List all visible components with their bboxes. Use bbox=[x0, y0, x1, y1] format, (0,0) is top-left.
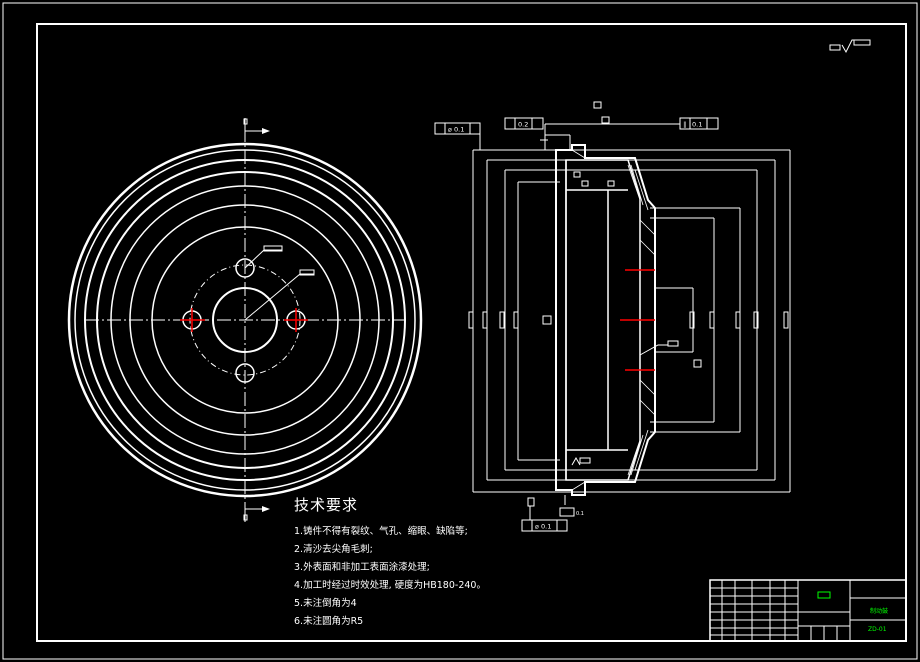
roughness-symbol bbox=[829, 39, 871, 54]
gdt-value: 0.1 bbox=[576, 511, 584, 517]
gdt-value: 0.2 bbox=[518, 121, 528, 129]
tech-requirement-item: 6.未注圆角为R5 bbox=[294, 616, 364, 627]
svg-text:⌀: ⌀ bbox=[448, 126, 452, 134]
tech-requirement-item: 2.清沙去尖角毛刺; bbox=[294, 544, 373, 555]
technical-requirements: 技术要求 1.铸件不得有裂纹、气孔、缩眼、缺陷等; 2.清沙去尖角毛刺; 3.外… bbox=[294, 494, 486, 631]
gdt-frame-flatness: 0.2 bbox=[504, 117, 544, 130]
front-view bbox=[67, 118, 423, 522]
tech-requirement-item: 3.外表面和非加工表面涂漆处理; bbox=[294, 562, 430, 573]
title-block-drawing-no: ZD-01 bbox=[868, 626, 887, 633]
gdt-value: 0.1 bbox=[692, 121, 702, 129]
title-block-part-name: 制动鼓 bbox=[870, 608, 889, 615]
gdt-frame-runout-1: ⌀ 0.1 bbox=[434, 122, 481, 135]
inner-border bbox=[36, 23, 907, 642]
tech-requirement-item: 4.加工时经过时效处理, 硬度为HB180-240。 bbox=[294, 580, 486, 591]
gdt-frame-parallelism: ∥ 0.1 bbox=[679, 117, 719, 130]
svg-text:⌀: ⌀ bbox=[535, 523, 539, 531]
title-block bbox=[709, 579, 907, 642]
tech-requirement-item: 5.未注倒角为4 bbox=[294, 598, 357, 609]
tech-requirement-item: 1.铸件不得有裂纹、气孔、缩眼、缺陷等; bbox=[294, 526, 468, 537]
gdt-frame-runout-2: ⌀ 0.1 bbox=[521, 519, 568, 532]
tech-requirements-title: 技术要求 bbox=[294, 496, 359, 514]
gdt-value: 0.1 bbox=[454, 126, 464, 134]
gdt-value: 0.1 bbox=[541, 523, 551, 531]
gdt-frame-runout-3: 0.1 bbox=[559, 507, 584, 517]
svg-text:∥: ∥ bbox=[683, 121, 686, 129]
section-view bbox=[468, 101, 791, 520]
